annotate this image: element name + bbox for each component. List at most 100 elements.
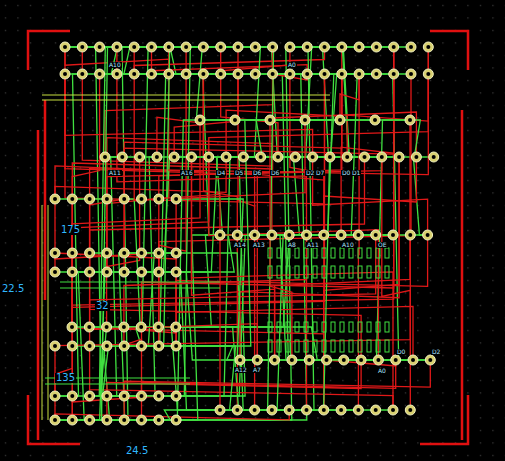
signal-label: A10 — [108, 62, 122, 68]
pad-hole — [174, 418, 178, 422]
pad — [67, 391, 77, 401]
bottom-trace — [90, 253, 258, 360]
pad — [268, 42, 278, 52]
smd-pad — [376, 248, 380, 258]
dimension-label: 24.5 — [125, 446, 149, 456]
signal-label: D2 — [305, 170, 315, 176]
pad — [250, 42, 260, 52]
pad — [353, 405, 363, 415]
pad — [232, 230, 242, 240]
pad-hole — [167, 72, 171, 76]
pad — [137, 391, 147, 401]
pad — [319, 230, 329, 240]
top-trace — [159, 327, 307, 410]
smd-pad — [367, 266, 371, 278]
signal-label: A0 — [377, 368, 387, 374]
bottom-trace — [240, 157, 399, 360]
pad — [102, 341, 112, 351]
pad — [354, 42, 364, 52]
pad — [67, 415, 77, 425]
pad-hole — [339, 233, 343, 237]
smd-pad — [349, 340, 353, 352]
pad-hole — [328, 155, 332, 159]
pad-hole — [270, 408, 274, 412]
pad — [171, 415, 181, 425]
pad-hole — [432, 155, 436, 159]
pad — [137, 248, 147, 258]
pad-hole — [198, 118, 202, 122]
pad-hole — [140, 418, 144, 422]
smd-pad — [313, 248, 317, 258]
pad-hole — [305, 408, 309, 412]
pad-hole — [98, 45, 102, 49]
pad-hole — [287, 408, 291, 412]
pad — [371, 69, 381, 79]
signal-label: A11 — [306, 242, 320, 248]
pad — [290, 152, 300, 162]
pad-hole — [253, 72, 257, 76]
pad-hole — [63, 72, 67, 76]
pad-hole — [305, 233, 309, 237]
smd-pad — [340, 322, 344, 332]
top-trace — [255, 235, 324, 410]
pad — [119, 194, 129, 204]
pad-hole — [426, 72, 430, 76]
pad-hole — [428, 358, 432, 362]
pad-hole — [236, 45, 240, 49]
smd-pad — [367, 248, 371, 258]
smd-pad — [376, 340, 380, 352]
pad-hole — [201, 72, 205, 76]
pad-hole — [150, 72, 154, 76]
pad — [302, 42, 312, 52]
pad — [425, 355, 435, 365]
pad-hole — [392, 45, 396, 49]
pad — [232, 405, 242, 415]
pad — [215, 405, 225, 415]
signal-label: D4 — [216, 170, 226, 176]
pad — [129, 42, 139, 52]
signal-label: OE — [377, 242, 388, 248]
pad — [112, 42, 122, 52]
pad — [102, 194, 112, 204]
smd-pad — [385, 340, 389, 352]
pad-hole — [87, 325, 91, 329]
pad-hole — [80, 72, 84, 76]
pad-hole — [88, 344, 92, 348]
bottom-trace — [90, 47, 429, 272]
pad — [154, 415, 164, 425]
pad — [129, 69, 139, 79]
bottom-trace — [192, 157, 394, 410]
pad-hole — [255, 358, 259, 362]
bottom-trace — [124, 47, 394, 272]
pad-hole — [63, 45, 67, 49]
pad — [302, 230, 312, 240]
smd-pad — [286, 248, 290, 258]
pad-hole — [287, 233, 291, 237]
pad — [95, 42, 105, 52]
pad — [154, 341, 164, 351]
pad-hole — [394, 358, 398, 362]
smd-pad — [295, 248, 299, 258]
bottom-trace — [192, 157, 275, 360]
pad — [423, 42, 433, 52]
pad-hole — [53, 418, 57, 422]
pad — [389, 42, 399, 52]
pad-hole — [426, 233, 430, 237]
pad — [147, 42, 157, 52]
pad-hole — [224, 155, 228, 159]
pad-hole — [139, 325, 143, 329]
pad — [102, 267, 112, 277]
smd-pad — [349, 266, 353, 278]
pad — [164, 42, 174, 52]
pad — [394, 152, 404, 162]
pad — [102, 415, 112, 425]
bottom-trace — [107, 360, 361, 420]
pad-hole — [70, 394, 74, 398]
top-trace — [159, 120, 375, 346]
pad-hole — [190, 155, 194, 159]
pad-hole — [115, 72, 119, 76]
pad-hole — [391, 408, 395, 412]
smd-pad — [268, 340, 272, 352]
pad-hole — [411, 358, 415, 362]
smd-pad — [268, 322, 272, 332]
